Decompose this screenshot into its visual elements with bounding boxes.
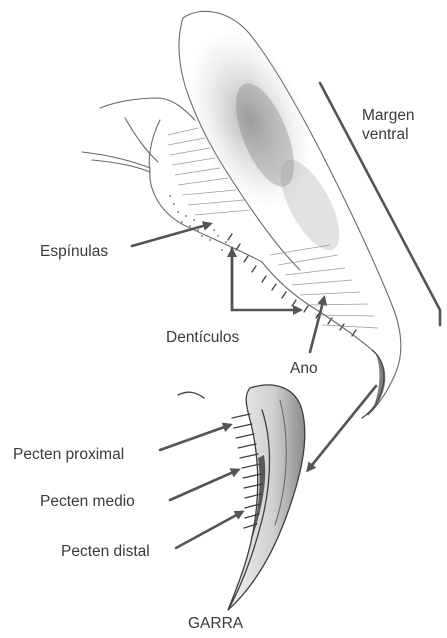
label-margen: Margen xyxy=(362,107,415,124)
label-pecten-distal: Pecten distal xyxy=(61,543,150,560)
label-espinulas: Espínulas xyxy=(40,243,108,260)
claw-link-arrow xyxy=(308,386,376,470)
denticulos-arrow-bracket xyxy=(232,248,300,310)
label-denticulos: Dentículos xyxy=(166,329,239,346)
pecten-medio-arrow xyxy=(170,470,238,500)
label-ano: Ano xyxy=(290,360,318,377)
label-pecten-proximal: Pecten proximal xyxy=(13,446,124,463)
label-pecten-medio: Pecten medio xyxy=(40,493,135,510)
label-ventral: ventral xyxy=(362,126,409,143)
claw-drawing xyxy=(178,385,305,610)
label-garra: GARRA xyxy=(188,615,244,632)
espinulas-arrow xyxy=(132,224,210,246)
upper-structure-drawing xyxy=(82,11,401,418)
pecten-distal-arrow xyxy=(176,512,242,548)
pecten-proximal-arrow xyxy=(160,425,230,450)
ano-arrow xyxy=(310,298,324,352)
